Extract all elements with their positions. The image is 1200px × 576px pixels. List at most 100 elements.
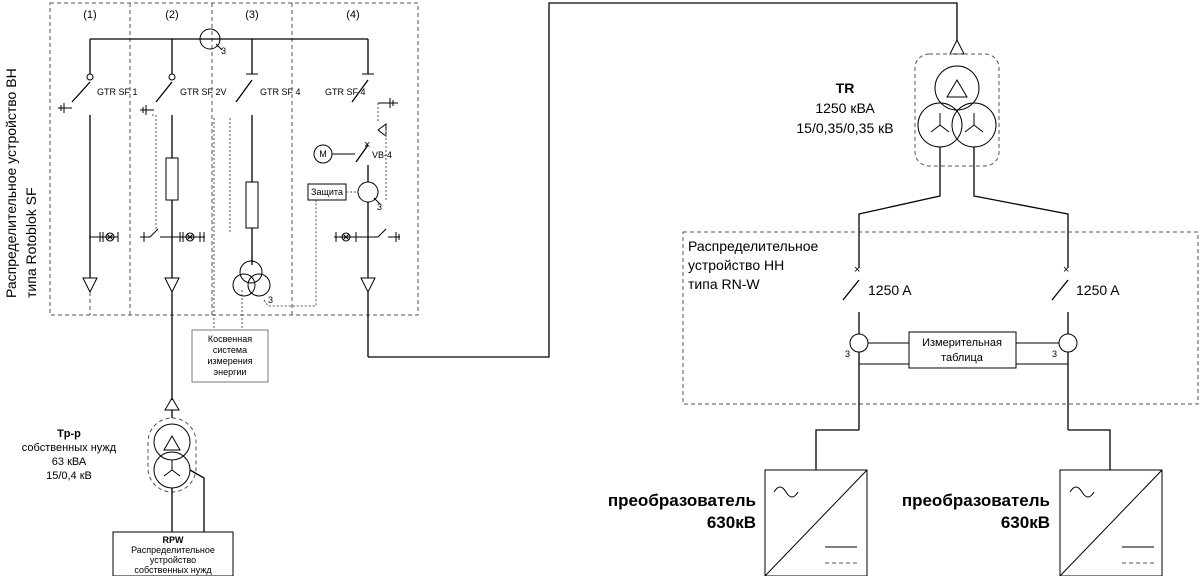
current-transformer-icon [1058,333,1078,353]
delta-icon [946,79,968,98]
fuse-icon [165,157,179,201]
lv-breaker-right [1051,279,1069,301]
metering-line2: система [213,345,247,355]
load-break-switch [235,79,253,103]
voltage-indicator-icon [90,232,119,242]
star-icon [163,460,181,477]
lv-breaker-left [842,279,860,301]
metering-line1: Косвенная [208,334,252,344]
breaker-label: GTR SF 4 [325,87,366,97]
hv-title-line2: типа Rotoblok SF [23,187,39,298]
transformer-winding-icon [153,423,191,461]
lv-switchgear: Распределительное устройство НН типа RN-… [682,231,1199,430]
ct-ratio: 3 [845,349,850,359]
rpw-line1: Распределительное [131,545,215,555]
disconnector-contact [86,73,94,81]
inverter-label-line2: 630кВ [707,513,756,532]
hv-cable [368,2,958,358]
main-transformer-name: TR [836,80,855,96]
lv-title-line2: устройство НН [688,257,784,273]
breaker-label: GTR SF 4 [260,87,301,97]
main-transformer-voltage: 15/0,35/0,35 кВ [796,120,893,136]
inverter-left: преобразователь 630кВ [608,429,868,576]
bay-number: (2) [165,9,178,21]
main-transformer-power: 1250 кВА [815,100,875,116]
aux-transformer-power: 63 кВА [52,456,87,468]
ac-wave-icon [773,486,799,498]
lv-title-line3: типа RN-W [688,276,760,292]
breaker-label: GTR SF 2V [180,87,227,97]
aux-transformer-desc: собственных нужд [22,442,117,454]
voltage-indicator-icon [172,232,205,242]
metering-line4: энергии [214,367,247,377]
ct-ratio: 3 [377,202,382,212]
bay-2: GTR SF 2V [140,39,227,400]
busbar-current-transformer [199,28,221,50]
earth-switch-icon [368,228,400,242]
fuse-icon [245,181,259,229]
rpw-line2: устройство [150,555,196,565]
earth-icon [377,98,398,122]
breaker-mark-icon: × [854,264,860,276]
current-transformer-icon [849,333,869,353]
ac-wave-icon [1069,486,1095,498]
aux-transformer-voltage: 15/0,4 кВ [46,470,92,482]
inverter-right: преобразователь 630кВ [902,429,1163,576]
load-break-switch [155,81,173,103]
bay-4: GTR SF 4 × VB-4 M 3 [307,39,400,357]
ct-ratio: 3 [1052,349,1057,359]
vacuum-breaker-label: VB-4 [372,150,392,160]
lv-enclosure [682,231,1199,405]
cable-termination-icon [82,277,98,294]
metering-box: Косвенная система измерения энергии [191,329,269,383]
bay-3: GTR SF 4 3 [229,39,317,307]
rpw-name: RPW [163,535,185,545]
earth-icon [58,103,72,113]
ct-ratio: 3 [268,295,273,305]
cable-termination-icon [360,277,376,294]
load-break-switch [351,79,369,103]
star-icon [964,113,984,133]
protection-label: Защита [311,187,343,197]
disconnector-contact [168,73,176,81]
breaker-mark-icon: × [1063,264,1069,276]
measurement-table [908,331,1017,369]
bay-1: GTR SF 1 [58,39,138,315]
cable-termination-icon [949,38,965,55]
hv-title-line1: Распределительное устройство ВН [3,68,19,298]
metering-line3: измерения [207,356,252,366]
bay-number: (4) [346,9,359,21]
hv-switchgear: Распределительное устройство ВН типа Rot… [3,2,419,400]
voltage-transformer-icon [232,260,271,297]
inverter-label-line1: преобразователь [902,491,1050,510]
meter-line1: Измерительная [922,337,1002,349]
main-transformer-enclosure [914,53,1000,167]
lv-title-line1: Распределительное [688,238,819,254]
voltage-indicator-icon [334,232,368,242]
relay-triangle-icon [377,123,387,137]
motor-label: M [319,149,327,159]
rpw-box: RPW Распределительное устройство собстве… [112,531,234,576]
aux-transformer-enclosure [147,417,197,493]
aux-transformer: Tp-p собственных нужд 63 кВА 15/0,4 кВ [22,397,205,532]
hv-enclosure [49,2,419,316]
lv-breaker-right-label: 1250 A [1076,282,1120,298]
bay-number: (3) [245,9,258,21]
earth-icon [140,105,154,115]
rpw-line3: собственных нужд [134,565,212,575]
breaker-label: GTR SF 1 [97,87,138,97]
delta-icon [163,434,181,451]
transformer-winding-icon [934,65,980,111]
inverter-label-line1: преобразователь [608,491,756,510]
bay-number: (1) [83,9,96,21]
aux-transformer-name: Tp-p [57,428,81,440]
hv-switchgear-title: Распределительное устройство ВН типа Rot… [3,68,39,298]
ct-ratio: 3 [221,46,226,56]
cable-termination-icon [164,277,180,294]
inverter-label-line2: 630кВ [1001,513,1050,532]
meter-line2: таблица [941,352,984,364]
earth-switch-icon [140,228,172,242]
main-transformer: TR 1250 кВА 15/0,35/0,35 кВ [796,38,1069,268]
vacuum-breaker [355,144,369,163]
